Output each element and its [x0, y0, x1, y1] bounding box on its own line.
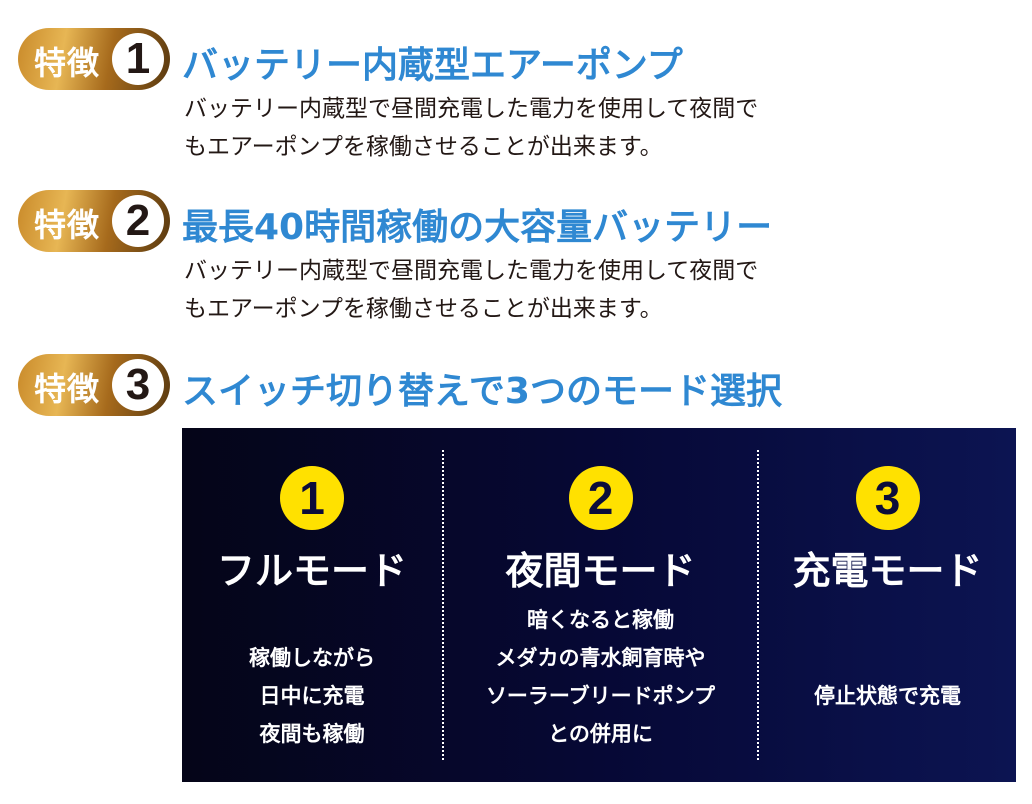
mode-description: 暗くなると稼働メダカの青水飼育時やソーラーブリードポンプとの併用に: [444, 601, 757, 753]
mode-number-badge: 1: [280, 466, 344, 530]
feature-description-1: バッテリー内蔵型で昼間充電した電力を使用して夜間でもエアーポンプを稼働させること…: [184, 90, 758, 166]
feature-title-1: バッテリー内蔵型エアーポンプ: [182, 45, 683, 86]
badge-number: 2: [112, 195, 164, 247]
mode-panel: 1 フルモード 稼働しながら日中に充電夜間も稼働 2 夜間モード 暗くなると稼働…: [182, 428, 1016, 782]
desc-line: との併用に: [548, 722, 653, 746]
mode-title: 夜間モード: [505, 549, 696, 593]
divider: [757, 450, 759, 760]
feature-badge-3: 特徴 3: [18, 354, 170, 416]
badge-label: 特徴: [34, 370, 101, 408]
divider: [442, 450, 444, 760]
desc-line: バッテリー内蔵型で昼間充電した電力を使用して夜間で: [184, 96, 759, 122]
mode-full: 1 フルモード 稼働しながら日中に充電夜間も稼働: [182, 428, 442, 782]
mode-charge: 3 充電モード 停止状態で充電: [759, 428, 1016, 782]
desc-line: 暗くなると稼働: [527, 608, 674, 632]
mode-description: 稼働しながら日中に充電夜間も稼働: [182, 639, 442, 753]
mode-night: 2 夜間モード 暗くなると稼働メダカの青水飼育時やソーラーブリードポンプとの併用…: [444, 428, 757, 782]
badge-number: 1: [112, 33, 164, 85]
badge-label: 特徴: [34, 206, 101, 244]
feature-title-3: スイッチ切り替えで3つのモード選択: [182, 371, 782, 412]
mode-title: フルモード: [216, 549, 407, 593]
desc-line: ソーラーブリードポンプ: [485, 684, 716, 708]
mode-number-badge: 3: [855, 466, 920, 530]
feature-badge-1: 特徴 1: [18, 28, 170, 90]
badge-label: 特徴: [34, 44, 101, 82]
mode-number-badge: 2: [568, 466, 633, 530]
badge-number: 3: [112, 359, 164, 411]
desc-line: 稼働しながら: [249, 646, 375, 670]
desc-line: 日中に充電: [259, 684, 365, 708]
desc-line: 停止状態で充電: [814, 684, 961, 708]
desc-line: バッテリー内蔵型で昼間充電した電力を使用して夜間で: [184, 258, 759, 284]
desc-line: もエアーポンプを稼働させることが出来ます。: [184, 134, 663, 160]
mode-description: 停止状態で充電: [759, 677, 1016, 715]
feature-title-2: 最長40時間稼働の大容量バッテリー: [182, 207, 773, 248]
desc-line: メダカの青水飼育時や: [495, 646, 706, 670]
desc-line: もエアーポンプを稼働させることが出来ます。: [184, 296, 663, 322]
feature-badge-2: 特徴 2: [18, 190, 170, 252]
mode-title: 充電モード: [792, 549, 983, 593]
feature-description-2: バッテリー内蔵型で昼間充電した電力を使用して夜間でもエアーポンプを稼働させること…: [184, 252, 758, 328]
desc-line: 夜間も稼働: [259, 722, 365, 746]
